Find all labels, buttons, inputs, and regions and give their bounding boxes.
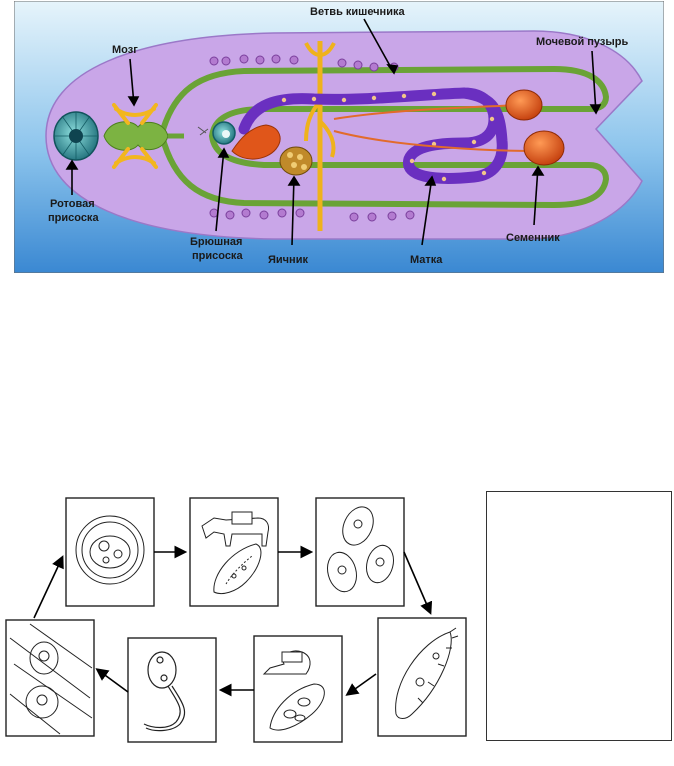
label-intestine-branch: Ветвь кишечника [310, 6, 405, 18]
cercaria-illustration [143, 651, 186, 732]
metacercaria-illustration [9, 623, 93, 735]
genital-organ [231, 124, 281, 160]
stage-cysts-box [315, 497, 405, 607]
uterus-eggs [281, 91, 495, 182]
label-bladder: Мочевой пузырь [536, 36, 628, 48]
miracidium-illustration [395, 627, 459, 719]
label-oral-sucker-line1: Ротовая [50, 198, 95, 210]
cycle-arrows [33, 545, 433, 697]
ovary-organ [279, 146, 313, 176]
stage-metacercaria-box [5, 619, 95, 737]
stage-miracidium-box [377, 617, 467, 737]
brain-ganglion [112, 103, 158, 169]
label-testis: Семенник [506, 232, 560, 244]
label-ventral-sucker-line2: присоска [192, 250, 243, 262]
cow-host-illustration [201, 511, 269, 595]
fluke-anatomy-diagram: Ветвь кишечника Мозг Мочевой пузырь Рото… [14, 1, 664, 273]
label-uterus: Матка [410, 254, 443, 266]
egg-illustration [75, 515, 145, 585]
label-ventral-sucker-line1: Брюшная [190, 236, 242, 248]
label-oral-sucker-line2: присоска [48, 212, 99, 224]
fluke-lifecycle-diagram [5, 497, 467, 743]
stage-egg-box [65, 497, 155, 607]
label-ovary: Яичник [268, 254, 308, 266]
intestine [159, 66, 609, 208]
snail-host-illustration [262, 650, 325, 731]
testis-lower [523, 130, 565, 166]
label-brain: Мозг [112, 44, 138, 56]
stage-cercaria-box [127, 637, 217, 743]
genital-pore-icon [197, 126, 209, 136]
leader-lines [65, 18, 602, 246]
cysts-illustration [327, 506, 394, 593]
testis-duct [333, 104, 535, 152]
answer-box[interactable] [486, 491, 672, 741]
uterus [238, 87, 508, 184]
pharynx [103, 121, 169, 151]
testis-upper [505, 89, 543, 121]
